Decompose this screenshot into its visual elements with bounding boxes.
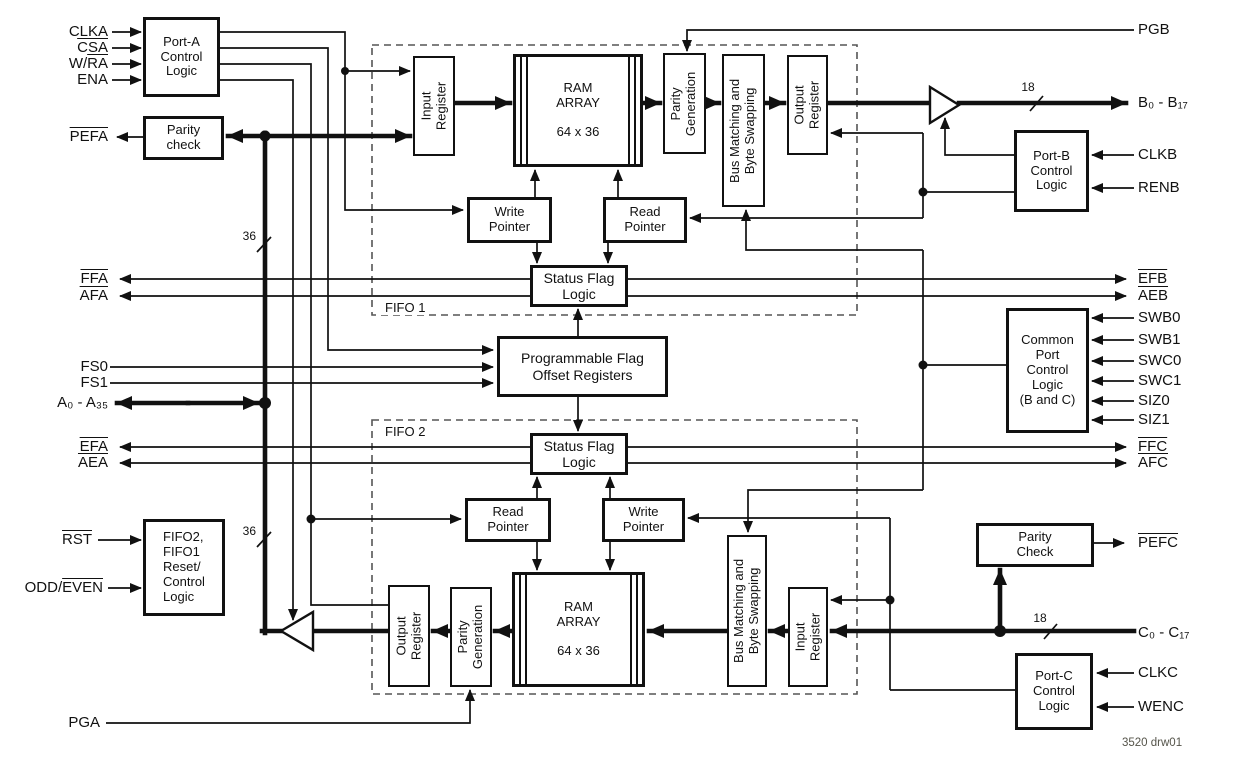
output-buffer-a-icon [278,609,315,653]
signal-pefa: PEFA [69,128,108,145]
block-programmable-flag-offset-registers: Programmable Flag Offset Registers [497,336,668,397]
signal-a-bus: A₀ - A₃₅ [57,394,108,411]
bus-width-c: 18 [1033,611,1047,625]
signal-afa: AFA [79,287,108,304]
fifo2-region-label: FIFO 2 [381,424,430,439]
signal-fs0: FS0 [80,358,108,375]
block-port-c-control-logic: Port-C Control Logic [1015,653,1093,730]
output-buffer-b-icon [928,84,962,126]
fifo2-region [371,419,858,695]
signal-ffa: FFA [80,270,108,287]
block-bus-matching-2: Bus Matching and Byte Swapping [727,535,767,687]
signal-pga: PGA [68,714,100,731]
signal-fs1: FS1 [80,374,108,391]
block-status-flag-logic-2: Status Flag Logic [530,433,628,475]
block-port-a-control-logic: Port-A Control Logic [143,17,220,97]
signal-aea: AEA [77,454,108,471]
signal-b-bus: B₀ - B₁₇ [1138,94,1188,111]
drawing-number: 3520 drw01 [1122,737,1183,749]
block-input-register-1: Input Register [413,56,455,156]
block-parity-generation-1: Parity Generation [663,53,706,154]
signal-swb0: SWB0 [1138,309,1181,326]
bus-width-a-bottom: 36 [242,524,256,538]
signal-csa: CSA [77,39,108,56]
block-status-flag-logic-1: Status Flag Logic [530,265,628,307]
signal-clka: CLKA [68,23,108,40]
signal-swc1: SWC1 [1138,372,1182,389]
block-ram-array-1: RAM ARRAY 64 x 36 [513,54,643,167]
block-reset-control-logic: FIFO2, FIFO1 Reset/ Control Logic [143,519,225,616]
signal-aeb: AEB [1138,287,1169,304]
signal-pefc: PEFC [1138,534,1179,551]
signal-efa: EFA [79,438,108,455]
signal-ena: ENA [77,71,108,88]
signal-swc0: SWC0 [1138,352,1182,369]
block-read-pointer-2: Read Pointer [465,498,551,542]
block-input-register-2: Input Register [788,587,828,687]
signal-afc: AFC [1138,454,1168,471]
block-parity-check-a: Parity check [143,116,224,160]
signal-renb: RENB [1138,179,1180,196]
fifo1-region [371,44,858,316]
signal-siz0: SIZ0 [1138,392,1170,409]
block-output-register-1: Output Register [787,55,828,155]
signal-ffc: FFC [1138,438,1168,455]
block-write-pointer-1: Write Pointer [467,197,552,243]
signal-odd-even: ODD/EVEN [24,579,103,596]
block-parity-generation-2: Parity Generation [450,587,492,687]
signal-swb1: SWB1 [1138,331,1181,348]
block-bus-matching-1: Bus Matching and Byte Swapping [722,54,765,207]
block-output-register-2: Output Register [388,585,430,687]
signal-wra: W/RA [68,55,108,72]
signal-siz1: SIZ1 [1138,411,1170,428]
bus-width-a-top: 36 [242,229,256,243]
signal-rst: RST [62,531,92,548]
block-write-pointer-2: Write Pointer [602,498,685,542]
signal-c-bus: C₀ - C₁₇ [1138,624,1190,641]
bus-width-b: 18 [1021,80,1035,94]
block-port-b-control-logic: Port-B Control Logic [1014,130,1089,212]
block-read-pointer-1: Read Pointer [603,197,687,243]
fifo1-region-label: FIFO 1 [381,300,430,315]
signal-efb: EFB [1138,270,1168,287]
block-parity-check-c: Parity Check [976,523,1094,567]
signal-clkc: CLKC [1138,664,1179,681]
signal-clkb: CLKB [1138,146,1178,163]
signal-pgb: PGB [1138,21,1170,38]
block-ram-array-2: RAM ARRAY 64 x 36 [512,572,645,687]
signal-wenc: WENC [1138,698,1184,715]
block-common-port-control-logic: Common Port Control Logic (B and C) [1006,308,1089,433]
